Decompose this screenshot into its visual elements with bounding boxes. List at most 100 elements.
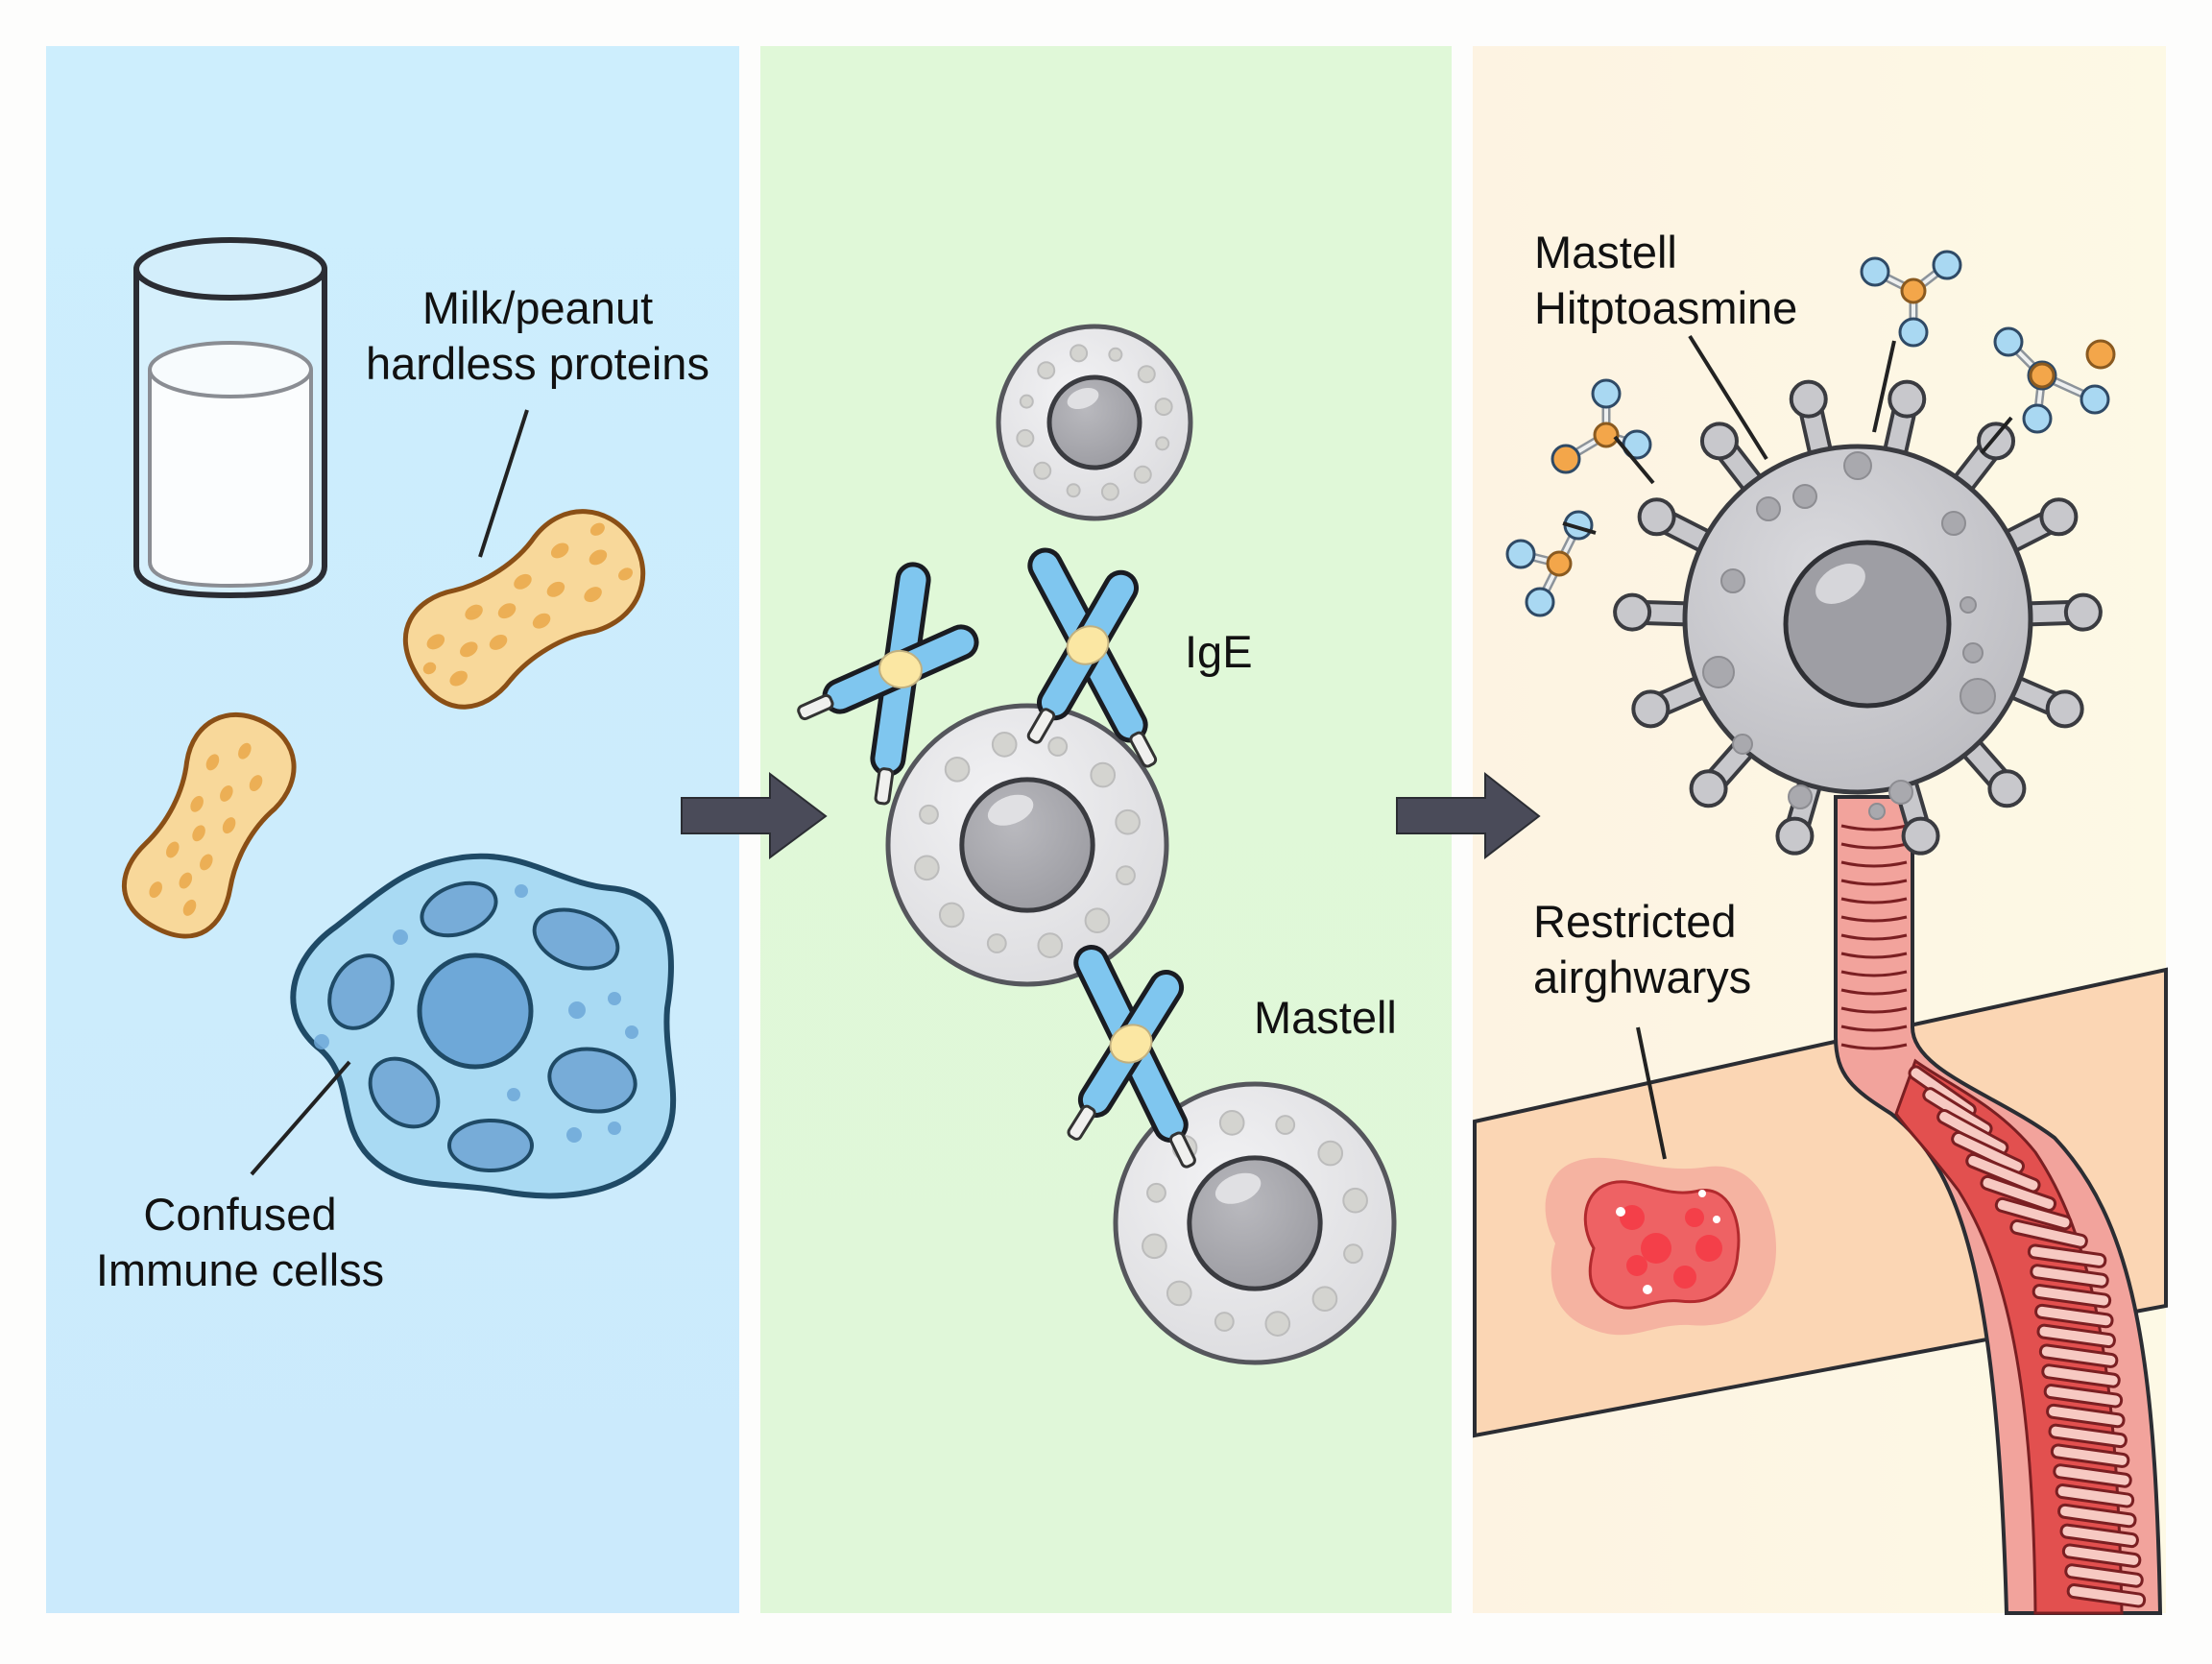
process-tip [1775,816,1815,856]
airway-fold [2061,1543,2142,1568]
leader-line-immune-cells [250,1060,351,1176]
granule [1108,347,1123,362]
granule [1843,451,1872,480]
airway-ring [1840,1006,1908,1014]
ige-antibody-1 [797,562,979,806]
leader-line-proteins [478,409,529,558]
granule [1116,865,1136,886]
airway-fold [2055,1483,2135,1508]
process-tip [2039,497,2079,537]
arrow-icon-step-2 [1396,771,1541,860]
airway-fold [2009,1218,2088,1249]
process-tip [1631,689,1671,729]
granule [986,933,1007,953]
process-tip [1689,769,1728,808]
receptor-stalk [797,693,834,721]
histamine-atom [1551,444,1581,474]
airway-fold [2048,1423,2128,1449]
activated-mast-cell [1613,379,2103,856]
airway-fold [2030,1264,2109,1289]
granule [1016,428,1035,447]
label-immune-cells: Confused Immune cellss [95,1189,385,1295]
granule [1941,511,1966,536]
receptor-stalk [874,767,895,806]
histamine-molecule-4 [1505,510,1594,617]
granule [1960,596,1977,614]
airway-ring [1840,933,1908,941]
granule [1756,496,1781,521]
process-tip [2045,689,2084,729]
process-tip [1987,769,2027,808]
airway-ring [1840,952,1908,959]
histamine-atom [2085,339,2116,370]
antibody-hinge [1109,1024,1153,1064]
granule [1275,1115,1296,1135]
airway-fold [2064,1563,2144,1588]
label-histamine: Mastell Hitptoasmine [1534,227,1798,333]
peanut-icon-1 [403,509,645,710]
airway-ring [1840,824,1908,832]
granule [1214,1312,1235,1332]
airway-fold [2066,1583,2147,1608]
granule [1960,678,1996,714]
granule [1137,365,1156,384]
process-tip [1613,592,1652,632]
label-mast-cell: Mastell [1254,992,1397,1043]
histamine-atom [2022,403,2053,434]
process-tip [1637,497,1676,537]
granule [1115,808,1141,835]
airway-fold [2038,1343,2119,1368]
process-tip [1901,816,1940,856]
receptor-stalk [1168,1131,1196,1169]
histamine-atom [1525,587,1555,617]
peanut-icon-2 [121,711,297,939]
granule [1047,736,1069,757]
airway-ring [1840,1025,1908,1032]
histamine-atom [1932,250,1962,280]
granule [1037,361,1056,380]
histamine-molecule-1 [1860,250,1962,348]
granule [1218,1110,1245,1136]
granule [1090,761,1117,788]
process-tip [1789,379,1828,419]
receptor-stalk [1026,708,1056,744]
granule [1033,461,1052,480]
granule [1037,932,1064,958]
ige-antibody-3 [1067,945,1196,1169]
granule [1146,1182,1166,1203]
label-proteins: Milk/peanut hardless proteins [366,282,709,389]
granule [1100,482,1119,501]
airway-fold [2036,1323,2116,1349]
histamine-molecule-3 [1551,378,1652,474]
airway-icon [1834,795,2163,1615]
histamine-molecule-2 [1993,326,2110,434]
granule [1264,1311,1291,1337]
granule [1133,465,1152,484]
airway-ring [1840,897,1908,904]
process-tip [1699,422,1739,461]
airway-fold [2041,1363,2121,1388]
granule [1154,398,1173,417]
receptor-stalk [1129,731,1158,768]
airway-ring [1840,915,1908,923]
nucleus [1783,540,1952,709]
histamine-atom [1993,326,2024,357]
granule [1888,780,1913,805]
process-tip [2063,592,2103,632]
antibody-hinge [878,649,923,689]
histamine-atom [1898,317,1929,348]
airway-fold [1980,1174,2057,1212]
histamine-atom [2080,384,2110,415]
leader-line-airways [1636,1026,1667,1160]
granule [1084,907,1111,934]
granule [914,855,940,881]
rash-icon [1545,1157,1776,1336]
histamine-atom [1860,256,1890,287]
airway-fold [2057,1503,2137,1529]
granule [1702,656,1735,688]
granule [1788,784,1813,809]
label-ige: IgE [1185,626,1253,677]
granule [1343,1243,1363,1265]
granule [1732,734,1753,755]
